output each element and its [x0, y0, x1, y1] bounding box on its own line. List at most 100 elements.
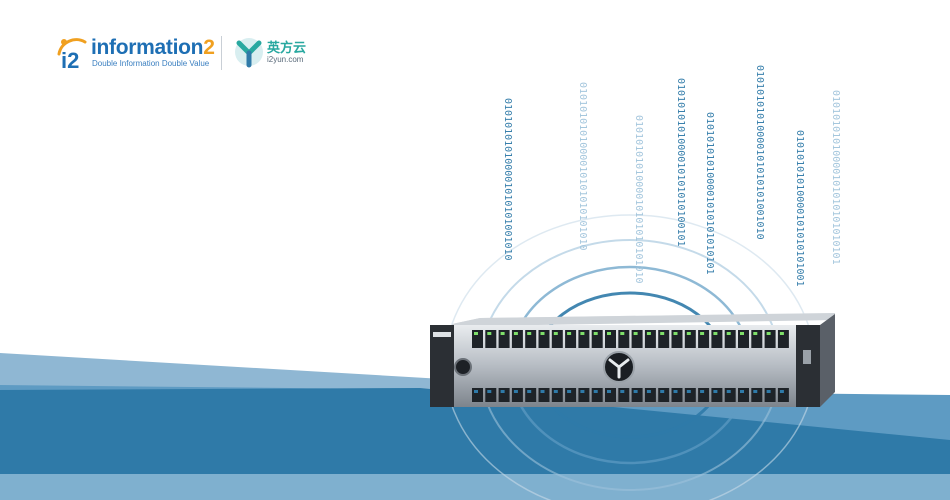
drive-led	[580, 332, 585, 335]
binary-column: 010101010100001010101001010	[502, 98, 513, 261]
drive-slot	[764, 330, 776, 348]
svg-text:i2: i2	[61, 48, 79, 73]
yunfang-logo-icon	[235, 38, 263, 68]
drive-led	[726, 332, 731, 335]
drive-slot	[538, 388, 550, 402]
brand-tagline: Double Information Double Value	[92, 59, 210, 68]
drive-led	[646, 390, 651, 393]
binary-column: 0101010101000010101010101010	[633, 115, 644, 284]
drive-led	[753, 390, 758, 393]
partner-url: i2yun.com	[267, 55, 304, 64]
brand-name-main: information	[91, 36, 204, 59]
drive-led	[673, 390, 678, 393]
drive-slot	[618, 330, 630, 348]
drive-led	[633, 332, 638, 335]
drive-led	[607, 332, 611, 335]
drive-slot	[498, 388, 510, 402]
binary-column: 01010101010000101010101001	[794, 130, 805, 287]
drive-led	[487, 390, 492, 393]
drive-slot	[684, 330, 696, 348]
drive-led	[513, 390, 518, 393]
drive-slot	[658, 388, 670, 402]
drive-slot	[711, 330, 723, 348]
drive-led	[660, 332, 665, 335]
drive-slot	[738, 330, 749, 348]
drive-slot	[777, 388, 789, 402]
drive-slot	[644, 330, 656, 348]
drive-led	[700, 390, 705, 393]
drive-slot	[565, 330, 577, 348]
drive-slot	[631, 388, 643, 402]
drive-slot	[485, 330, 497, 348]
i2-logo-icon: i2	[57, 38, 87, 73]
drive-led	[660, 390, 665, 393]
drive-led	[620, 390, 625, 393]
drive-led	[713, 390, 718, 393]
drive-led	[553, 332, 558, 335]
drive-slot	[751, 388, 763, 402]
drive-slot	[618, 388, 630, 402]
drive-slot	[698, 388, 710, 402]
drive-slot	[551, 330, 563, 348]
drive-slot	[578, 330, 590, 348]
drive-led	[779, 332, 784, 335]
logo[interactable]: i2 information2 Double Information Doubl…	[55, 34, 355, 74]
binary-stream: 010101010100001010101001010 0101010101000…	[502, 65, 841, 287]
drive-bay-bottom	[472, 388, 789, 402]
drive-led	[593, 332, 598, 335]
drive-slot	[485, 388, 497, 402]
drive-slot	[578, 388, 590, 402]
drive-led	[487, 332, 492, 335]
drive-slot	[525, 330, 537, 348]
drive-led	[779, 390, 784, 393]
wave-dark	[0, 388, 950, 500]
drive-slot	[724, 330, 736, 348]
wave-bottom	[0, 474, 950, 500]
drive-slot	[671, 388, 683, 402]
drive-led	[474, 332, 478, 335]
drive-slot	[525, 388, 537, 402]
drive-led	[567, 390, 572, 393]
brand-name: information2	[91, 36, 215, 60]
drive-led	[686, 332, 691, 335]
drive-slot	[684, 388, 696, 402]
drive-slot	[472, 388, 483, 402]
drive-led	[766, 390, 771, 393]
drive-led	[540, 390, 545, 393]
drive-slot	[751, 330, 763, 348]
drive-slot	[591, 388, 603, 402]
drive-slot	[724, 388, 736, 402]
drive-led	[740, 332, 744, 335]
drive-led	[540, 332, 545, 335]
drive-slot	[777, 330, 789, 348]
drive-slot	[511, 388, 523, 402]
drive-slot	[591, 330, 603, 348]
drive-led	[700, 332, 705, 335]
drive-led	[620, 332, 625, 335]
drive-slot	[511, 330, 523, 348]
drive-slot	[644, 388, 656, 402]
drive-led	[567, 332, 572, 335]
drive-led	[740, 390, 744, 393]
server-right-ear	[796, 325, 820, 407]
drive-led	[527, 390, 532, 393]
brand-name-num: 2	[203, 36, 215, 59]
drive-led	[593, 390, 598, 393]
drive-slot	[738, 388, 749, 402]
drive-slot	[764, 388, 776, 402]
drive-slot	[671, 330, 683, 348]
server-left-ear	[430, 325, 454, 407]
drive-slot	[698, 330, 710, 348]
drive-led	[500, 390, 505, 393]
drive-bay-top	[472, 330, 789, 348]
drive-led	[766, 332, 771, 335]
drive-led	[474, 390, 478, 393]
drive-slot	[658, 330, 670, 348]
drive-led	[753, 332, 758, 335]
drive-slot	[605, 330, 616, 348]
drive-led	[633, 390, 638, 393]
drive-slot	[551, 388, 563, 402]
drive-slot	[711, 388, 723, 402]
drive-led	[673, 332, 678, 335]
